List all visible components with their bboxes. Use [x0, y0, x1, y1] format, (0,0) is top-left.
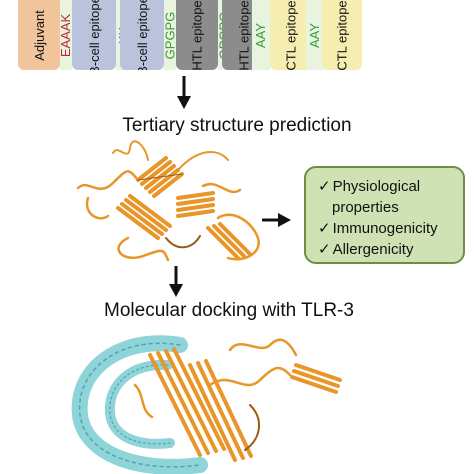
- tertiary-structure-ribbon: [76, 140, 260, 262]
- evaluation-item: ✓Immunogenicity: [318, 218, 455, 239]
- linker-aay-2: AAY: [306, 0, 324, 70]
- molecular-docking-title: Molecular docking with TLR-3: [104, 300, 354, 321]
- segment-b-cell-epitope-1: B-cell epitope: [72, 0, 116, 70]
- segment-label: CTL epitope: [283, 0, 299, 70]
- tertiary-structure-title: Tertiary structure prediction: [122, 115, 352, 136]
- check-icon: ✓: [318, 178, 331, 195]
- evaluation-item: ✓Allergenicity: [318, 239, 455, 260]
- linker-gpgpg-1: GPGPG: [164, 0, 176, 70]
- linker-label: AAY: [307, 22, 323, 48]
- segment-htl-epitope-1: HTL epitope: [176, 0, 218, 70]
- linker-label: EAAAK: [60, 13, 72, 57]
- evaluation-item-continuation: properties: [318, 197, 455, 218]
- evaluation-text: Immunogenicity: [332, 220, 438, 237]
- arrow-right-icon: [262, 213, 291, 227]
- arrow-down-icon: [177, 76, 191, 109]
- arrow-down-icon: [169, 266, 183, 297]
- segment-label: HTL epitope: [189, 0, 205, 70]
- segment-label: Adjuvant: [31, 9, 47, 61]
- docking-complex: [71, 335, 342, 474]
- linker-label: GPGPG: [164, 11, 176, 59]
- segment-label: CTL epitope: [334, 0, 350, 70]
- evaluation-item: ✓Physiological: [318, 176, 455, 197]
- evaluation-box: ✓Physiological properties ✓Immunogenicit…: [304, 166, 465, 264]
- linker-eaaak: EAAAK: [60, 0, 72, 70]
- segment-b-cell-epitope-2: B-cell epitope: [120, 0, 164, 70]
- linker-aay-1: AAY: [252, 0, 270, 70]
- evaluation-text: properties: [332, 199, 399, 216]
- evaluation-text: Allergenicity: [332, 241, 414, 258]
- segment-label: B-cell epitope: [86, 0, 102, 70]
- segment-adjuvant: Adjuvant: [18, 0, 60, 70]
- check-icon: ✓: [318, 241, 331, 258]
- segment-label: B-cell epitope: [134, 0, 150, 70]
- segment-ctl-epitope-2: CTL epitope: [322, 0, 362, 70]
- segment-label: HTL epitope: [236, 0, 252, 70]
- segment-ctl-epitope-1: CTL epitope: [270, 0, 312, 70]
- check-icon: ✓: [318, 220, 331, 237]
- evaluation-text: Physiological: [332, 178, 421, 195]
- linker-label: AAY: [253, 22, 269, 48]
- vaccine-construct: Adjuvant EAAAK B-cell epitope KK B-cell …: [0, 0, 474, 70]
